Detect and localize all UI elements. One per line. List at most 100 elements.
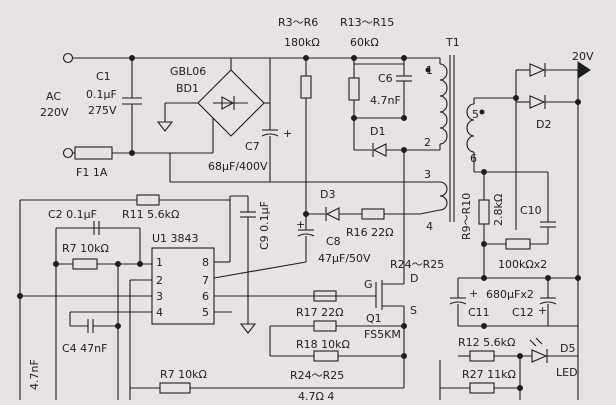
- ac-terminal-bottom: [62, 147, 74, 159]
- label-20v-output: 20V: [572, 50, 594, 63]
- label-u1-pin3: 3: [156, 290, 163, 303]
- label-r3-r6: R3～R6: [278, 16, 318, 29]
- label-u1-pin7: 7: [202, 274, 209, 287]
- label-r17: R17 22Ω: [296, 306, 344, 319]
- diode-d2-top: [529, 63, 546, 77]
- resistor-r3-r6: [300, 75, 312, 99]
- mosfet-q1: [306, 150, 405, 388]
- resistor-r17: [313, 290, 337, 302]
- label-r7-bottom: R7 10kΩ: [160, 368, 207, 381]
- label-c8-value: 47μF/50V: [318, 252, 371, 265]
- label-d3: D3: [320, 188, 335, 201]
- label-pin-d: D: [410, 272, 418, 285]
- label-t1-pin5: 5: [472, 108, 479, 121]
- resistor-r9-r10: [478, 199, 490, 225]
- resistor-r13-r15: [348, 77, 360, 101]
- label-t1-pin2: 2: [424, 136, 431, 149]
- label-r11: R11 5.6kΩ: [122, 208, 179, 221]
- svg-text:+: +: [538, 304, 547, 317]
- ground-bridge: [156, 121, 174, 132]
- diode-d3: [325, 207, 340, 221]
- diode-d2-bottom: [529, 95, 546, 109]
- label-c7: C7: [245, 140, 260, 153]
- label-d2: D2: [536, 118, 551, 131]
- resistor-r12: [469, 350, 495, 362]
- label-r13-value: 60kΩ: [350, 36, 379, 49]
- svg-text:+: +: [469, 287, 478, 300]
- resistor-r27: [469, 382, 495, 394]
- label-t1-pin4: 4: [426, 220, 433, 233]
- label-c2: C2 0.1μF: [48, 208, 97, 221]
- ic-u1-3843: [151, 247, 215, 325]
- label-r9-r10: R9～R10: [460, 193, 473, 240]
- label-led: LED: [556, 366, 578, 379]
- label-c8: C8: [326, 235, 341, 248]
- label-t1-pin3: 3: [424, 168, 431, 181]
- label-u1-pin2: 2: [156, 274, 163, 287]
- label-pin-g: G: [364, 278, 373, 291]
- label-t1-pin1: 1: [426, 64, 433, 77]
- label-c10: C10: [520, 204, 542, 217]
- bridge-rectifier-bd1: [156, 58, 270, 153]
- label-c4: C4 47nF: [62, 342, 107, 355]
- label-r24-r25-lower: R24～R25: [290, 369, 344, 382]
- resistor-r11: [136, 194, 160, 206]
- label-d5: D5: [560, 342, 575, 355]
- label-u1-pin4: 4: [156, 306, 163, 319]
- label-c12: C12: [512, 306, 534, 319]
- label-bd1: BD1: [176, 82, 199, 95]
- label-partial-bottom: 4.7Ω 4: [298, 390, 334, 400]
- label-ac-voltage: 220V: [40, 106, 69, 119]
- label-t1-pin6: 6: [470, 152, 477, 165]
- resistor-100k: [505, 238, 531, 250]
- label-pin-s: S: [410, 304, 417, 317]
- output-arrow: [577, 61, 591, 79]
- label-u1: U1 3843: [152, 232, 199, 245]
- label-t1: T1: [445, 36, 460, 49]
- label-680uf: 680μFx2: [486, 288, 534, 301]
- label-c1: C1: [96, 70, 111, 83]
- label-d1: D1: [370, 125, 385, 138]
- label-r3-value: 180kΩ: [284, 36, 320, 49]
- label-r18: R18 10kΩ: [296, 338, 350, 351]
- diode-d1: [372, 143, 387, 157]
- label-u1-pin5: 5: [202, 306, 209, 319]
- label-c11: C11: [468, 306, 490, 319]
- label-r9-value: 2.8kΩ: [492, 194, 505, 226]
- label-r16: R16 22Ω: [346, 226, 394, 239]
- label-u1-pin8: 8: [202, 256, 209, 269]
- fuse-f1: [74, 146, 113, 160]
- label-c9: C9 0.1μF: [258, 201, 271, 250]
- label-gbl06: GBL06: [170, 65, 206, 78]
- component-labels: AC 220V C1 0.1μF 275V F1 1A GBL06 BD1 C7…: [28, 16, 594, 403]
- label-fs5km: FS5KM: [364, 328, 401, 341]
- label-u1-pin6: 6: [202, 290, 209, 303]
- resistor-r24-r25-lower: [313, 350, 339, 362]
- label-c6: C6: [378, 72, 393, 85]
- svg-text:+: +: [283, 127, 292, 140]
- transformer-t1: [425, 55, 485, 222]
- label-c7-value: 68μF/400V: [208, 160, 268, 173]
- label-r12: R12 5.6kΩ: [458, 336, 515, 349]
- label-u1-pin1: 1: [156, 256, 163, 269]
- resistor-r7-bottom: [159, 382, 191, 394]
- label-r27: R27 11kΩ: [462, 368, 516, 381]
- label-r24-r25: R24～R25: [390, 258, 444, 271]
- label-c6-value: 4.7nF: [370, 94, 401, 107]
- label-c-4.7nf: 4.7nF: [28, 359, 41, 390]
- label-f1: F1 1A: [76, 166, 108, 179]
- label-q1: Q1: [366, 312, 382, 325]
- resistor-r18: [313, 320, 337, 332]
- label-ac: AC: [46, 90, 61, 103]
- svg-text:+: +: [296, 218, 305, 231]
- ac-terminal-top: [62, 52, 74, 64]
- resistor-r16: [361, 208, 385, 220]
- label-r13-r15: R13～R15: [340, 16, 394, 29]
- label-100k: 100kΩx2: [498, 258, 547, 271]
- ac-input-section: [62, 52, 270, 160]
- label-r7-top: R7 10kΩ: [62, 242, 109, 255]
- label-c1-rating: 275V: [88, 104, 117, 117]
- led-d5: [531, 349, 548, 363]
